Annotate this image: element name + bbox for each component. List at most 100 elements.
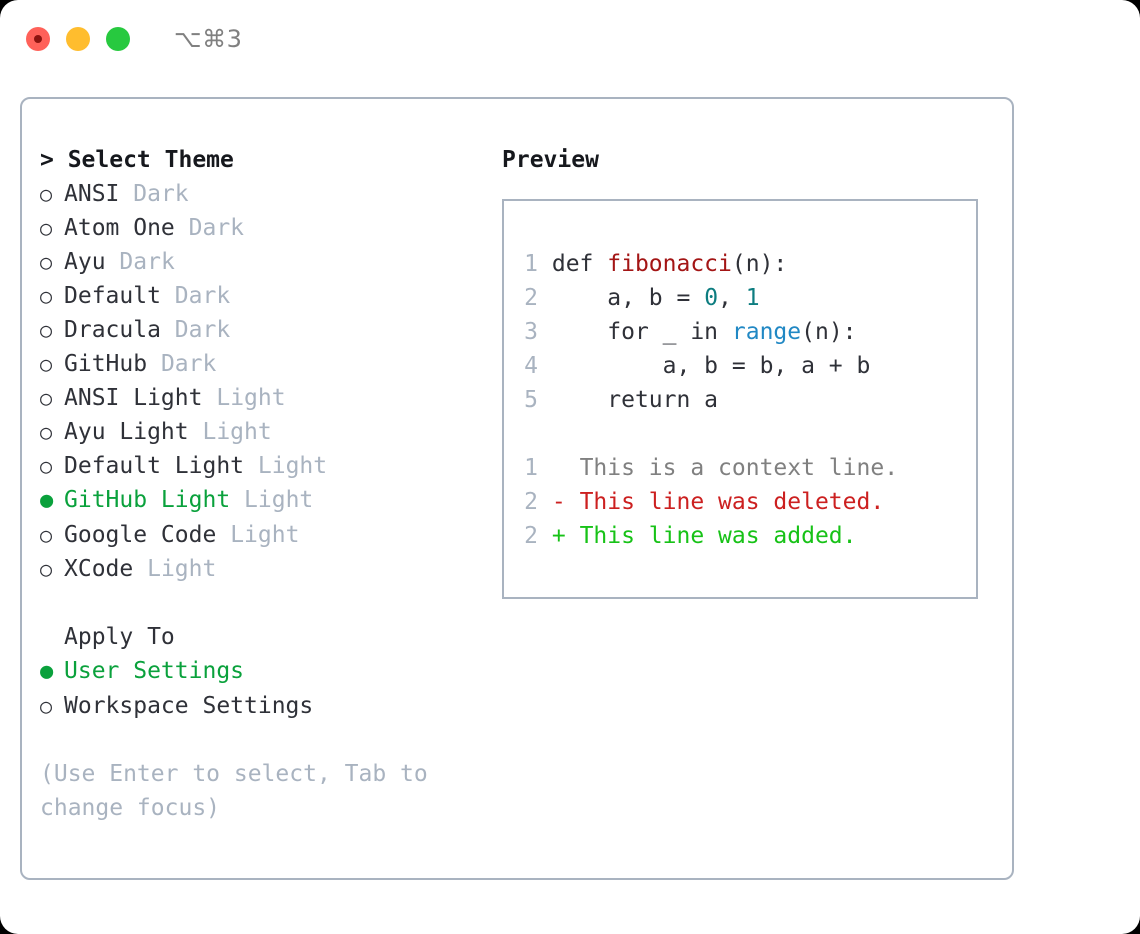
code-line: 4 a, b = b, a + b <box>516 349 898 383</box>
theme-list-item[interactable]: ○XCode Light <box>40 552 480 586</box>
apply-to-heading: Apply To <box>64 624 175 650</box>
theme-name-label: Google Code <box>64 522 217 548</box>
theme-name-label: Atom One <box>64 215 175 241</box>
theme-category-tag: Light <box>244 487 314 513</box>
select-theme-prompt: > Select Theme <box>40 147 234 173</box>
theme-list-item[interactable]: ● GitHub Light Light <box>40 483 480 518</box>
maximize-button-icon[interactable] <box>106 27 130 51</box>
label-spacer <box>244 449 258 483</box>
line-number: 2 <box>524 285 538 311</box>
line-number: 1 <box>524 455 538 481</box>
theme-list-item[interactable]: ○Default Dark <box>40 279 480 313</box>
theme-category-tag: Light <box>257 453 328 479</box>
theme-name-label: GitHub <box>64 351 148 377</box>
gutter-spacer <box>538 455 552 481</box>
code-token: a, b = b, a + b <box>551 353 871 379</box>
label-spacer <box>175 211 189 245</box>
theme-list-item[interactable]: ○ Atom One Dark <box>40 211 480 245</box>
theme-name-label: Default <box>64 283 161 309</box>
code-token: (n): <box>801 319 857 345</box>
apply-to-item[interactable]: ○Workspace Settings <box>40 689 480 723</box>
theme-name-label: ANSI Light <box>64 385 203 411</box>
gutter-spacer <box>538 523 552 549</box>
theme-category-tag: Light <box>230 522 300 548</box>
label-spacer <box>202 381 216 415</box>
code-token: for _ in <box>551 319 732 345</box>
gutter-spacer <box>538 285 552 311</box>
theme-name-label: GitHub Light <box>64 487 231 513</box>
theme-list-item[interactable]: ○Default Light Light <box>40 449 480 483</box>
diff-marker: + <box>551 523 580 549</box>
code-token: (n): <box>731 251 788 277</box>
code-token: 0 <box>704 285 719 311</box>
radio-unselected-icon: ○ <box>40 216 53 240</box>
diff-text: This line was deleted. <box>579 489 885 515</box>
theme-name-label: XCode <box>64 556 134 582</box>
diff-text: This is a context line. <box>579 455 899 481</box>
code-token: , <box>718 285 746 311</box>
gutter-spacer <box>538 489 552 515</box>
radio-unselected-icon: ○ <box>40 182 53 206</box>
preview-title: Preview <box>502 147 599 173</box>
keyboard-hint-text: (Use Enter to select, Tab to change focu… <box>40 761 428 821</box>
theme-category-tag: Dark <box>160 351 217 377</box>
theme-list-item[interactable]: ○Ayu Light Light <box>40 415 480 449</box>
label-spacer <box>161 313 175 347</box>
theme-list-item[interactable]: ○ ANSI Light Light <box>40 381 480 415</box>
gutter-spacer <box>538 353 552 379</box>
theme-list-item[interactable]: ○ Dracula Dark <box>40 313 480 347</box>
line-number: 2 <box>524 489 538 515</box>
radio-unselected-icon: ○ <box>40 250 53 274</box>
code-token: 1 <box>745 285 760 311</box>
radio-unselected-icon: ○ <box>40 420 53 444</box>
theme-list-item[interactable]: ○ GitHub Dark <box>40 347 480 381</box>
theme-category-tag: Dark <box>174 283 231 309</box>
line-number: 1 <box>524 251 538 277</box>
radio-unselected-icon: ○ <box>40 318 53 342</box>
label-spacer <box>147 347 161 381</box>
theme-name-label: Default Light <box>64 453 245 479</box>
apply-to-item[interactable]: ● User Settings <box>40 654 480 689</box>
label-spacer <box>119 177 133 211</box>
close-button-icon[interactable] <box>26 27 50 51</box>
radio-unselected-icon: ○ <box>40 352 53 376</box>
section-spacer <box>40 586 480 620</box>
code-line: 2 a, b = 0, 1 <box>516 281 898 315</box>
label-spacer <box>189 415 203 449</box>
theme-name-label: Ayu Light <box>64 419 189 445</box>
line-number: 4 <box>524 353 538 379</box>
label-spacer <box>133 552 147 586</box>
apply-to-heading-row: ○ Apply To <box>40 620 480 654</box>
radio-selected-icon: ● <box>40 488 54 513</box>
theme-list[interactable]: ○ANSI Dark○Atom One Dark○Ayu Dark○Defaul… <box>40 177 480 586</box>
minimize-button-icon[interactable] <box>66 27 90 51</box>
line-number: 2 <box>524 523 538 549</box>
code-line: 1 def fibonacci(n): <box>516 247 898 281</box>
theme-category-tag: Dark <box>174 317 231 343</box>
theme-category-tag: Light <box>216 385 286 411</box>
gutter-spacer <box>538 319 552 345</box>
radio-selected-icon: ● <box>40 659 54 684</box>
code-token: range <box>731 319 802 345</box>
diff-line: 1 This is a context line. <box>516 451 898 485</box>
theme-name-label: ANSI <box>64 181 120 207</box>
apply-to-label: User Settings <box>64 658 245 684</box>
theme-category-tag: Dark <box>119 249 175 275</box>
code-token: def <box>551 251 608 277</box>
diff-line: 2 - This line was deleted. <box>516 485 898 519</box>
theme-list-item[interactable]: ○ANSI Dark <box>40 177 480 211</box>
theme-list-item[interactable]: ○Ayu Dark <box>40 245 480 279</box>
apply-to-list[interactable]: ● User Settings ○Workspace Settings <box>40 654 480 723</box>
code-token: fibonacci <box>607 251 732 277</box>
diff-spacer <box>516 417 898 451</box>
theme-list-item[interactable]: ○Google Code Light <box>40 518 480 552</box>
code-token: a, b = <box>551 285 705 311</box>
gutter-spacer <box>538 251 552 277</box>
diff-marker <box>552 455 580 481</box>
theme-category-tag: Dark <box>188 215 245 241</box>
radio-unselected-icon: ○ <box>40 694 53 718</box>
theme-name-label: Dracula <box>64 317 161 343</box>
radio-unselected-icon: ○ <box>40 386 53 410</box>
